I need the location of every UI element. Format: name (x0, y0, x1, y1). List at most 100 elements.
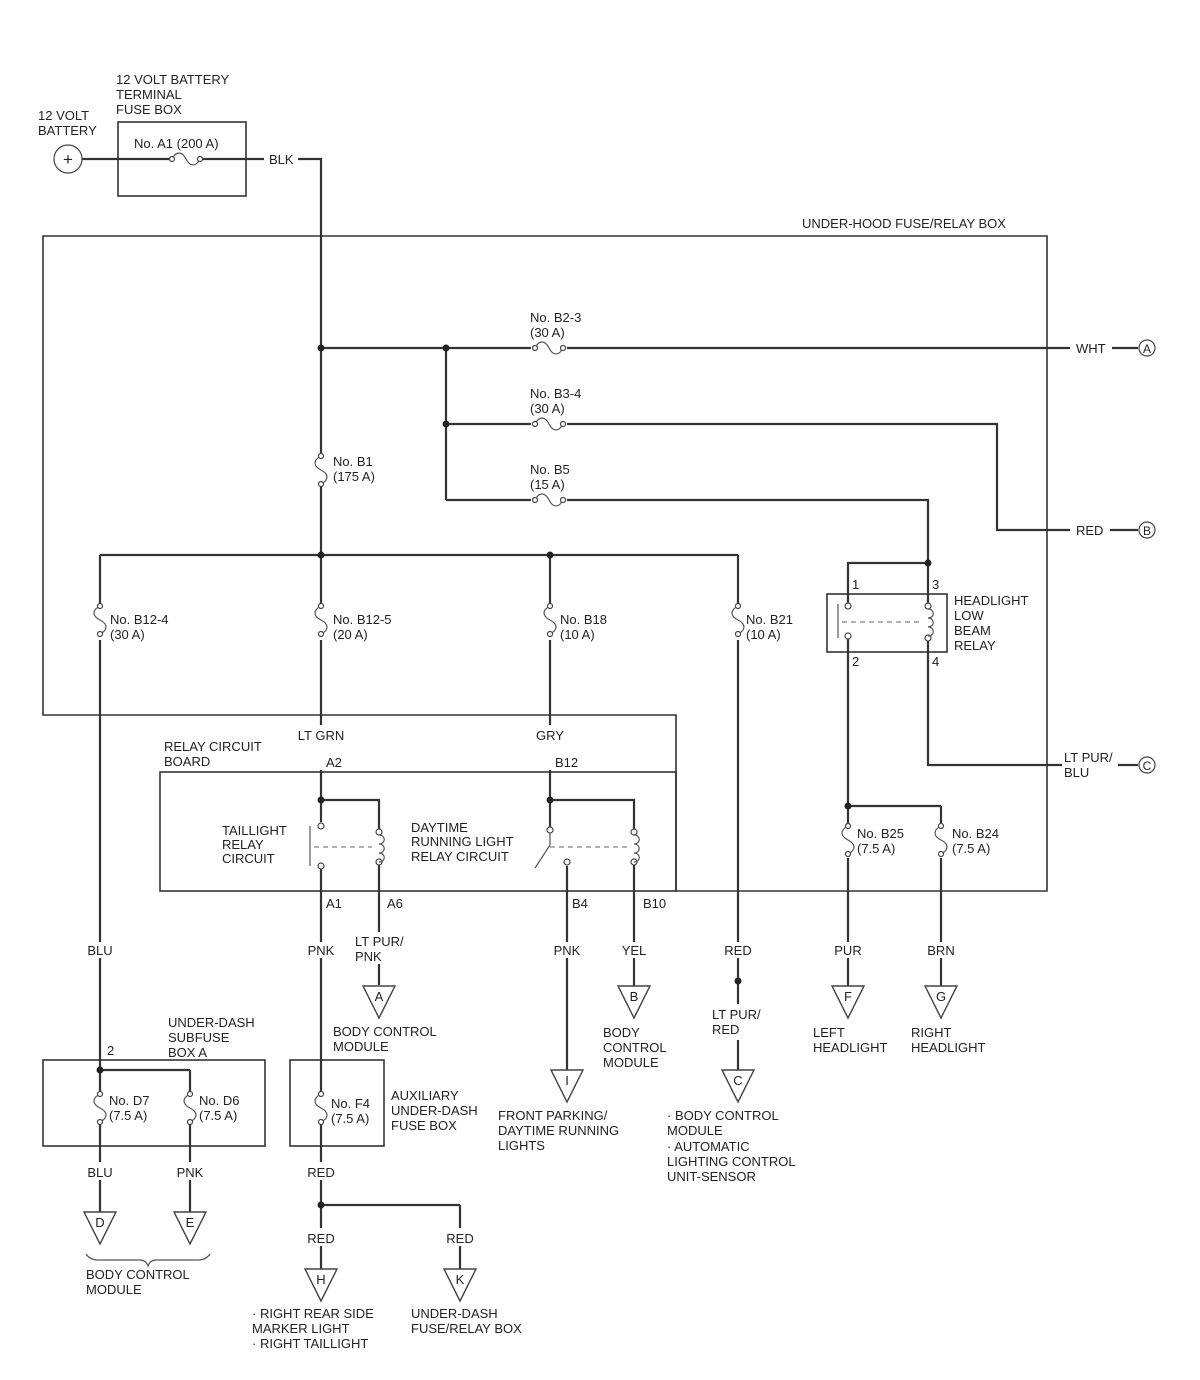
dest-h-label-3: · RIGHT TAILLIGHT (252, 1336, 368, 1351)
subfuse-box-pin-2: 2 (107, 1043, 114, 1058)
fuse-b2-3-rating: (30 A) (530, 325, 565, 340)
fuse-b25-rating: (7.5 A) (857, 841, 895, 856)
connector-b-side: B (1143, 524, 1151, 538)
headlight-relay-label-3: BEAM (954, 623, 991, 638)
connector-c: C (733, 1073, 742, 1088)
connector-a-side: A (1143, 342, 1151, 356)
dest-k-label-2: FUSE/RELAY BOX (411, 1321, 522, 1336)
fuse-b12-4-rating: (30 A) (110, 627, 145, 642)
battery-label-2: BATTERY (38, 123, 97, 138)
dest-g-label-2: HEADLIGHT (911, 1040, 985, 1055)
connector-g: G (936, 989, 946, 1004)
relay-board-label-2: BOARD (164, 754, 210, 769)
connector-b: B (630, 989, 639, 1004)
fuse-b3-4-rating: (30 A) (530, 401, 565, 416)
fuse-b3-4-name: No. B3-4 (530, 386, 581, 401)
dest-g-label-1: RIGHT (911, 1025, 952, 1040)
wire-lt-pur-blu-2: BLU (1064, 765, 1089, 780)
fuse-symbols (93, 152, 948, 1126)
fuse-b2-3-name: No. B2-3 (530, 310, 581, 325)
wire-wht: WHT (1076, 341, 1106, 356)
taillight-relay-label-2: RELAY (222, 837, 264, 852)
wire-blu-d: BLU (87, 1165, 112, 1180)
dest-c-label-5: UNIT-SENSOR (667, 1169, 756, 1184)
headlight-relay-label-1: HEADLIGHT (954, 593, 1028, 608)
wire-red-h: RED (307, 1231, 334, 1246)
fuse-d6-rating: (7.5 A) (199, 1108, 237, 1123)
dest-c-label-2: MODULE (667, 1123, 723, 1138)
wire-lt-pur-pnk-2: PNK (355, 949, 382, 964)
wire-yel: YEL (622, 943, 647, 958)
connector-f: F (844, 989, 852, 1004)
dest-de-label-2: MODULE (86, 1282, 142, 1297)
battery-fuse-box-label-1: 12 VOLT BATTERY (116, 72, 230, 87)
dest-i-label-1: FRONT PARKING/ (498, 1108, 608, 1123)
connector-d: D (95, 1215, 104, 1230)
fuse-b24-name: No. B24 (952, 826, 999, 841)
fuse-d7-name: No. D7 (109, 1093, 149, 1108)
dest-h-label-2: MARKER LIGHT (252, 1321, 350, 1336)
subfuse-box-outline (42, 1059, 266, 1147)
connector-a: A (375, 989, 384, 1004)
dest-b-label-1: BODY (603, 1025, 640, 1040)
junction-dots (96, 344, 932, 1209)
dest-c-label-1: · BODY CONTROL (667, 1108, 779, 1123)
fuse-b25-name: No. B25 (857, 826, 904, 841)
aux-box-label-1: AUXILIARY (391, 1088, 459, 1103)
wire-pnk-b4: PNK (554, 943, 581, 958)
battery-icon (53, 144, 83, 174)
relay-board-pin-a1: A1 (326, 896, 342, 911)
fuse-b18-rating: (10 A) (560, 627, 595, 642)
fuse-b1-name: No. B1 (333, 454, 373, 469)
wire-red-k: RED (446, 1231, 473, 1246)
fuse-b18-name: No. B18 (560, 612, 607, 627)
under-hood-box-label: UNDER-HOOD FUSE/RELAY BOX (802, 216, 1006, 231)
fuse-b12-5-name: No. B12-5 (333, 612, 392, 627)
wire-lt-pur-blu-1: LT PUR/ (1064, 750, 1113, 765)
dest-b-label-2: CONTROL (603, 1040, 667, 1055)
dest-i-label-2: DAYTIME RUNNING (498, 1123, 619, 1138)
dest-i-label-3: LIGHTS (498, 1138, 545, 1153)
battery-plus: + (63, 150, 73, 169)
fuse-f4-rating: (7.5 A) (331, 1111, 369, 1126)
fuse-b21-rating: (10 A) (746, 627, 781, 642)
fuse-b5-rating: (15 A) (530, 477, 565, 492)
wire-red-b21: RED (724, 943, 751, 958)
fuse-b1-rating: (175 A) (333, 469, 375, 484)
headlight-relay-pin-1: 1 (852, 577, 859, 592)
relay-board-label-1: RELAY CIRCUIT (164, 739, 262, 754)
aux-box-outline (289, 1059, 385, 1147)
headlight-relay-label-2: LOW (954, 608, 984, 623)
relay-symbols (309, 602, 934, 870)
battery-label-1: 12 VOLT (38, 108, 89, 123)
fuse-d7-rating: (7.5 A) (109, 1108, 147, 1123)
dest-f-label-2: HEADLIGHT (813, 1040, 887, 1055)
relay-board-pin-a2: A2 (326, 755, 342, 770)
fuse-f4-name: No. F4 (331, 1096, 370, 1111)
battery-fuse-box-label-3: FUSE BOX (116, 102, 182, 117)
wire-brn: BRN (927, 943, 954, 958)
connector-h: H (316, 1272, 325, 1287)
fuse-b12-4-name: No. B12-4 (110, 612, 169, 627)
wire-lt-pur-red-2: RED (712, 1022, 739, 1037)
connector-c-side: C (1143, 759, 1152, 773)
taillight-relay-label-3: CIRCUIT (222, 851, 275, 866)
drl-relay-label-3: RELAY CIRCUIT (411, 849, 509, 864)
dest-h-label-1: · RIGHT REAR SIDE (252, 1306, 374, 1321)
headlight-relay-pin-3: 3 (932, 577, 939, 592)
aux-box-label-3: FUSE BOX (391, 1118, 457, 1133)
wire-pnk-a1: PNK (308, 943, 335, 958)
connector-i: I (565, 1073, 569, 1088)
wire-blu: BLU (87, 943, 112, 958)
fuse-b5-name: No. B5 (530, 462, 570, 477)
wire-red-b: RED (1076, 523, 1103, 538)
dest-a-label-2: MODULE (333, 1039, 389, 1054)
fuse-a1-label: No. A1 (200 A) (134, 136, 219, 151)
wire-lt-pur-pnk-1: LT PUR/ (355, 934, 404, 949)
relay-board-pin-b10: B10 (643, 896, 666, 911)
headlight-relay-pin-4: 4 (932, 654, 939, 669)
headlight-relay-pin-2: 2 (852, 654, 859, 669)
fuse-b21-name: No. B21 (746, 612, 793, 627)
fuse-d6-name: No. D6 (199, 1093, 239, 1108)
